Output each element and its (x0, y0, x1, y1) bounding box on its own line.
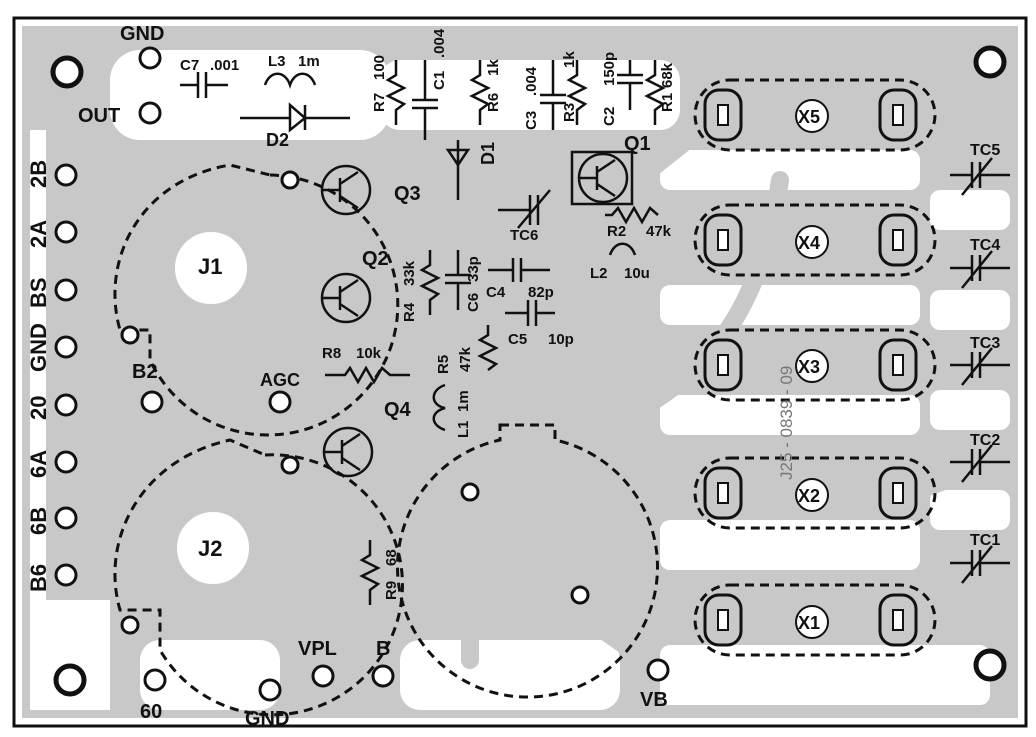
label-c1-value: .004 (431, 28, 448, 58)
misc-pads (120, 46, 670, 702)
edge-pads (54, 163, 78, 587)
label-c5-value: 10p (548, 331, 574, 348)
label-c6: C6 (465, 293, 482, 312)
label-c3-value: .004 (523, 66, 540, 96)
label-c7-value: .001 (210, 57, 239, 74)
crystal-pads (703, 88, 918, 647)
crystal-label-x3: X3 (798, 357, 820, 377)
pin-label-out: OUT (78, 105, 120, 127)
label-r1-value: 68k (659, 62, 676, 88)
pin-label-bottom-gnd: GND (245, 708, 289, 730)
label-r4: R4 (401, 302, 418, 322)
board-number: J25 - 0839 - 09 (777, 366, 796, 480)
label-l2: L2 (590, 265, 608, 282)
trimmer-label-tc3: TC3 (970, 335, 1000, 352)
trimmer-label-tc4: TC4 (970, 237, 1000, 254)
socket-label-j2: J2 (198, 536, 222, 561)
transistor-label-q1: Q1 (624, 133, 651, 155)
label-c1: C1 (431, 71, 448, 90)
label-r7: R7 (371, 93, 388, 112)
label-r9-value: 68 (383, 549, 400, 566)
label-l1-value: 1m (455, 390, 472, 412)
crystal-label-circles (795, 99, 829, 639)
pin-label-b6: B6 (26, 564, 51, 592)
label-r5-value: 47k (457, 346, 474, 372)
pin-label-60: 60 (140, 701, 162, 723)
pin-label-bs: BS (26, 277, 51, 308)
pin-label-6a: 6A (26, 450, 51, 478)
component-labels: C7 .001 L3 1m R7 100 C1 .004 R6 1k C3 .0… (180, 28, 676, 600)
transistor-label-q3: Q3 (394, 183, 421, 205)
transistor-symbols (320, 150, 634, 478)
label-c4-value: 82p (528, 284, 554, 301)
pin-label-vb: VB (640, 689, 668, 711)
label-c7: C7 (180, 57, 199, 74)
label-r5: R5 (435, 355, 452, 374)
crystal-label-x2: X2 (798, 486, 820, 506)
label-r2: R2 (607, 223, 626, 240)
j2-center (169, 504, 257, 592)
pin-label-gnd: GND (26, 323, 51, 372)
pin-label-vpl: VPL (298, 638, 337, 660)
label-tc6: TC6 (510, 227, 538, 244)
diode-label-d1: D1 (478, 142, 498, 165)
crystal-label-x1: X1 (798, 613, 820, 633)
transistor-label-q4: Q4 (384, 399, 412, 421)
label-r9: R9 (383, 581, 400, 600)
pin-label-agc: AGC (260, 370, 300, 390)
label-c2-value: 150p (601, 52, 618, 86)
label-r8: R8 (322, 345, 341, 362)
pin-label-top-gnd: GND (120, 23, 164, 45)
label-r7-value: 100 (371, 55, 388, 80)
trimmer-label-tc5: TC5 (970, 142, 1000, 159)
trimmer-symbols (950, 157, 1010, 584)
pin-label-b2: B2 (132, 361, 158, 383)
label-l3-value: 1m (298, 53, 320, 70)
label-r3-value: 1k (561, 51, 578, 68)
edge-pin-labels: 2B 2A BS GND 20 6A 6B B6 (26, 160, 51, 592)
j1-socket-outline (113, 163, 400, 437)
mounting-holes (50, 45, 1007, 697)
diode-label-d2: D2 (266, 130, 289, 150)
j1-center (167, 224, 255, 312)
pin-label-20: 20 (26, 396, 51, 420)
label-r3: R3 (561, 103, 578, 122)
pin-label-2b: 2B (26, 160, 51, 188)
pin-label-6b: 6B (26, 507, 51, 535)
crystal-outlines (693, 78, 937, 657)
transistor-label-q2: Q2 (362, 248, 389, 270)
label-c6-value: 33p (465, 256, 482, 282)
pin-label-b: B (376, 638, 390, 660)
trimmer-label-tc1: TC1 (970, 532, 1000, 549)
label-c4: C4 (486, 284, 506, 301)
label-r8-value: 10k (356, 345, 382, 362)
label-c2: C2 (601, 107, 618, 126)
crystal-label-x4: X4 (798, 233, 820, 253)
passive-symbols (180, 60, 666, 605)
label-c3: C3 (523, 111, 540, 130)
label-r6-value: 1k (485, 59, 502, 76)
trimmer-label-tc2: TC2 (970, 432, 1000, 449)
label-r2-value: 47k (646, 223, 672, 240)
pin-label-2a: 2A (26, 220, 51, 248)
label-l1: L1 (455, 420, 472, 438)
label-r1: R1 (659, 93, 676, 112)
socket-label-j1: J1 (198, 254, 222, 279)
crystal-label-x5: X5 (798, 107, 820, 127)
label-r6: R6 (485, 93, 502, 112)
label-c5: C5 (508, 331, 527, 348)
label-r4-value: 33k (401, 260, 418, 286)
label-l2-value: 10u (624, 265, 650, 282)
label-l3: L3 (268, 53, 286, 70)
